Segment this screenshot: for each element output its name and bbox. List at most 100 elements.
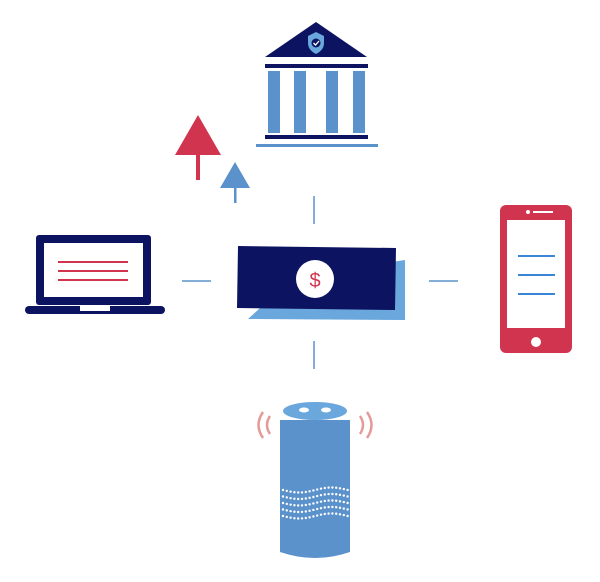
speaker-grille-dot — [281, 508, 285, 511]
speaker-grille-dot — [308, 490, 311, 493]
speaker-grille-dot — [335, 493, 338, 496]
speaker-grille-dot — [285, 509, 288, 512]
speaker-grille-dot — [300, 497, 304, 501]
speaker-grille-dot — [312, 489, 315, 492]
speaker-grille-dot — [331, 492, 334, 496]
speaker-grille-dot — [281, 488, 285, 492]
speaker-grille-dot — [323, 499, 326, 503]
speaker-grille-dot — [297, 504, 300, 507]
speaker-grille-dot — [285, 515, 288, 519]
speaker-grille-dot — [300, 517, 304, 520]
speaker-grille-dot — [285, 502, 288, 506]
speaker-grille-dot — [300, 504, 304, 507]
speaker-grille-dot — [342, 513, 345, 517]
speaker-grille-dot — [316, 507, 319, 511]
speaker-grille-dot — [304, 497, 307, 500]
speaker-grille-dot — [331, 512, 334, 515]
speaker-grille-dot — [281, 495, 285, 498]
speaker-grille-dot — [304, 503, 307, 507]
speaker-grille-dot — [312, 502, 315, 505]
speaker-grille-dot — [297, 491, 300, 494]
speaker-grille-dot — [335, 486, 338, 489]
speaker-grille-dot — [293, 504, 296, 507]
blue-up-arrow-icon — [220, 162, 250, 203]
dollar-sign: $ — [309, 270, 320, 292]
speaker-grille-dot — [297, 510, 300, 514]
speaker-grille-dot — [346, 488, 349, 492]
speaker-grille-dot — [319, 493, 323, 497]
speaker-grille-dot — [289, 496, 292, 500]
speaker-grille-dot — [308, 496, 311, 500]
speaker-grille-dot — [312, 508, 315, 512]
speaker-grille-dot — [289, 490, 292, 493]
speaker-grille-dot — [335, 499, 338, 502]
speaker-grille-dot — [316, 501, 319, 504]
speaker-grille-dot — [346, 501, 349, 505]
speaker-grille-dot — [312, 515, 315, 518]
speaker-grille-dot — [346, 514, 349, 518]
speaker-grille-dot — [304, 490, 307, 494]
speaker-grille-dot — [293, 491, 296, 494]
bank-icon — [256, 22, 378, 147]
connector-lines — [182, 196, 458, 369]
speaker-grille-dot — [319, 500, 323, 503]
speaker-grille-dot — [281, 501, 285, 505]
speaker-grille-dot — [323, 506, 326, 509]
speaker-grille-dot — [308, 503, 311, 506]
speaker-grille-dot — [331, 499, 334, 502]
speaker-grille-dot — [338, 487, 342, 490]
speaker-grille-dot — [297, 517, 300, 520]
speaker-grille-dot — [327, 499, 330, 502]
speaker-grille-dot — [293, 497, 296, 500]
smartphone-icon — [500, 205, 572, 353]
speaker-grille-dot — [293, 517, 296, 520]
speaker-grille-dot — [335, 506, 338, 509]
speaker-grille-dot — [312, 495, 315, 499]
speaker-grille-dot — [319, 513, 323, 516]
speaker-grille-dot — [300, 510, 304, 514]
speaker-grille-dot — [308, 516, 311, 519]
sound-waves-icon — [257, 411, 373, 439]
speaker-grille-dot — [323, 512, 326, 516]
speaker-grille-dot — [342, 494, 345, 497]
speaker-grille-dot — [323, 493, 326, 496]
speaker-grille-dot — [316, 514, 319, 517]
speaker-grille-dot — [338, 500, 342, 503]
speaker-grille-dot — [327, 492, 330, 496]
speaker-grille-dot — [316, 494, 319, 498]
speaker-grille-dot — [308, 509, 311, 513]
speaker-grille-dot — [331, 505, 334, 509]
speaker-grille-dot — [319, 506, 323, 510]
speaker-grille-dot — [289, 509, 292, 513]
speaker-grille-dot — [304, 516, 307, 520]
speaker-grille-dot — [304, 510, 307, 513]
speaker-grille-dot — [323, 486, 326, 490]
speaker-grille-dot — [319, 487, 323, 490]
speaker-grille-dot — [316, 488, 319, 491]
laptop-icon — [25, 235, 165, 314]
speaker-grille-dot — [338, 506, 342, 510]
speaker-grille-dot — [346, 508, 349, 511]
speaker-grille-dot — [335, 512, 338, 515]
speaker-grille-dot — [327, 512, 330, 515]
speaker-grille-dot — [327, 505, 330, 509]
speaker-grille-dot — [331, 486, 334, 489]
speaker-grille-dot — [342, 487, 345, 491]
speaker-grille-dot — [327, 486, 330, 489]
speaker-grille-dot — [297, 497, 300, 501]
speaker-grille-dot — [338, 513, 342, 516]
speaker-grille-dot — [346, 495, 349, 498]
speaker-grille-dot — [285, 489, 288, 493]
speaker-grille-dot — [281, 514, 285, 518]
speaker-grille-dot — [300, 491, 304, 494]
speaker-grille-dot — [293, 510, 296, 513]
speaker-grille-dot — [289, 516, 292, 519]
speaker-grille-dot — [342, 507, 345, 510]
speaker-grille-dot — [285, 496, 288, 499]
speaker-grille-dot — [289, 503, 292, 506]
red-up-arrow-icon — [175, 115, 221, 180]
speaker-grille-dot — [342, 500, 345, 504]
money-bill-icon: $ — [237, 246, 405, 320]
speaker-grille-dot — [338, 493, 342, 497]
